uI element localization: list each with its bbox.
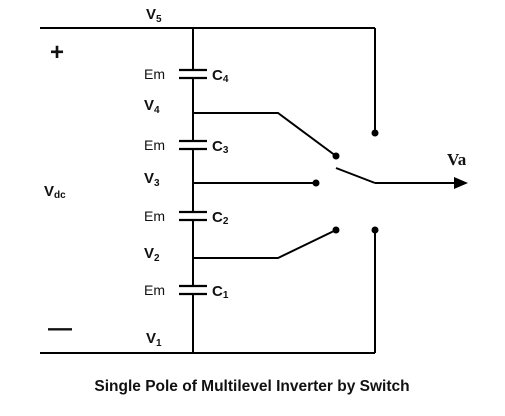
- node-label-v4: V4: [144, 97, 160, 116]
- cap-name-label-c4: C4: [212, 67, 229, 85]
- output-label: Va: [447, 150, 467, 169]
- node-label-v1: V1: [146, 330, 162, 349]
- cap-name-label-c1: C1: [212, 283, 229, 301]
- diagram-caption: Single Pole of Multilevel Inverter by Sw…: [94, 378, 409, 395]
- cap-voltage-label-c3: Em: [144, 137, 165, 153]
- cap-voltage-label-c1: Em: [144, 282, 165, 298]
- v2-contact: [332, 226, 340, 234]
- capacitor-c3: [179, 139, 207, 151]
- upper-right-contact: [371, 129, 379, 137]
- capacitor-c1: [179, 284, 207, 296]
- lower-right-contact: [371, 226, 379, 234]
- cap-voltage-label-c4: Em: [144, 66, 165, 82]
- capacitor-c4: [179, 68, 207, 80]
- cap-voltage-label-c2: Em: [144, 208, 165, 224]
- v4-contact: [332, 152, 340, 160]
- node-label-v2: V2: [144, 245, 160, 264]
- capacitor-c2: [179, 210, 207, 222]
- v2-branch-wire: [193, 229, 337, 259]
- node-label-v5: V5: [146, 6, 162, 25]
- cap-name-label-c3: C3: [212, 138, 229, 156]
- switch-pole: [335, 167, 376, 184]
- v4-branch-wire: [193, 112, 337, 157]
- dc-plus-sign: +: [50, 39, 64, 66]
- node-label-v3: V3: [144, 170, 160, 189]
- dc-minus-sign: —: [48, 315, 72, 342]
- v3-contact: [312, 179, 320, 187]
- output-arrow-icon: [454, 177, 468, 189]
- dc-source-label: Vdc: [44, 183, 66, 201]
- cap-name-label-c2: C2: [212, 209, 229, 227]
